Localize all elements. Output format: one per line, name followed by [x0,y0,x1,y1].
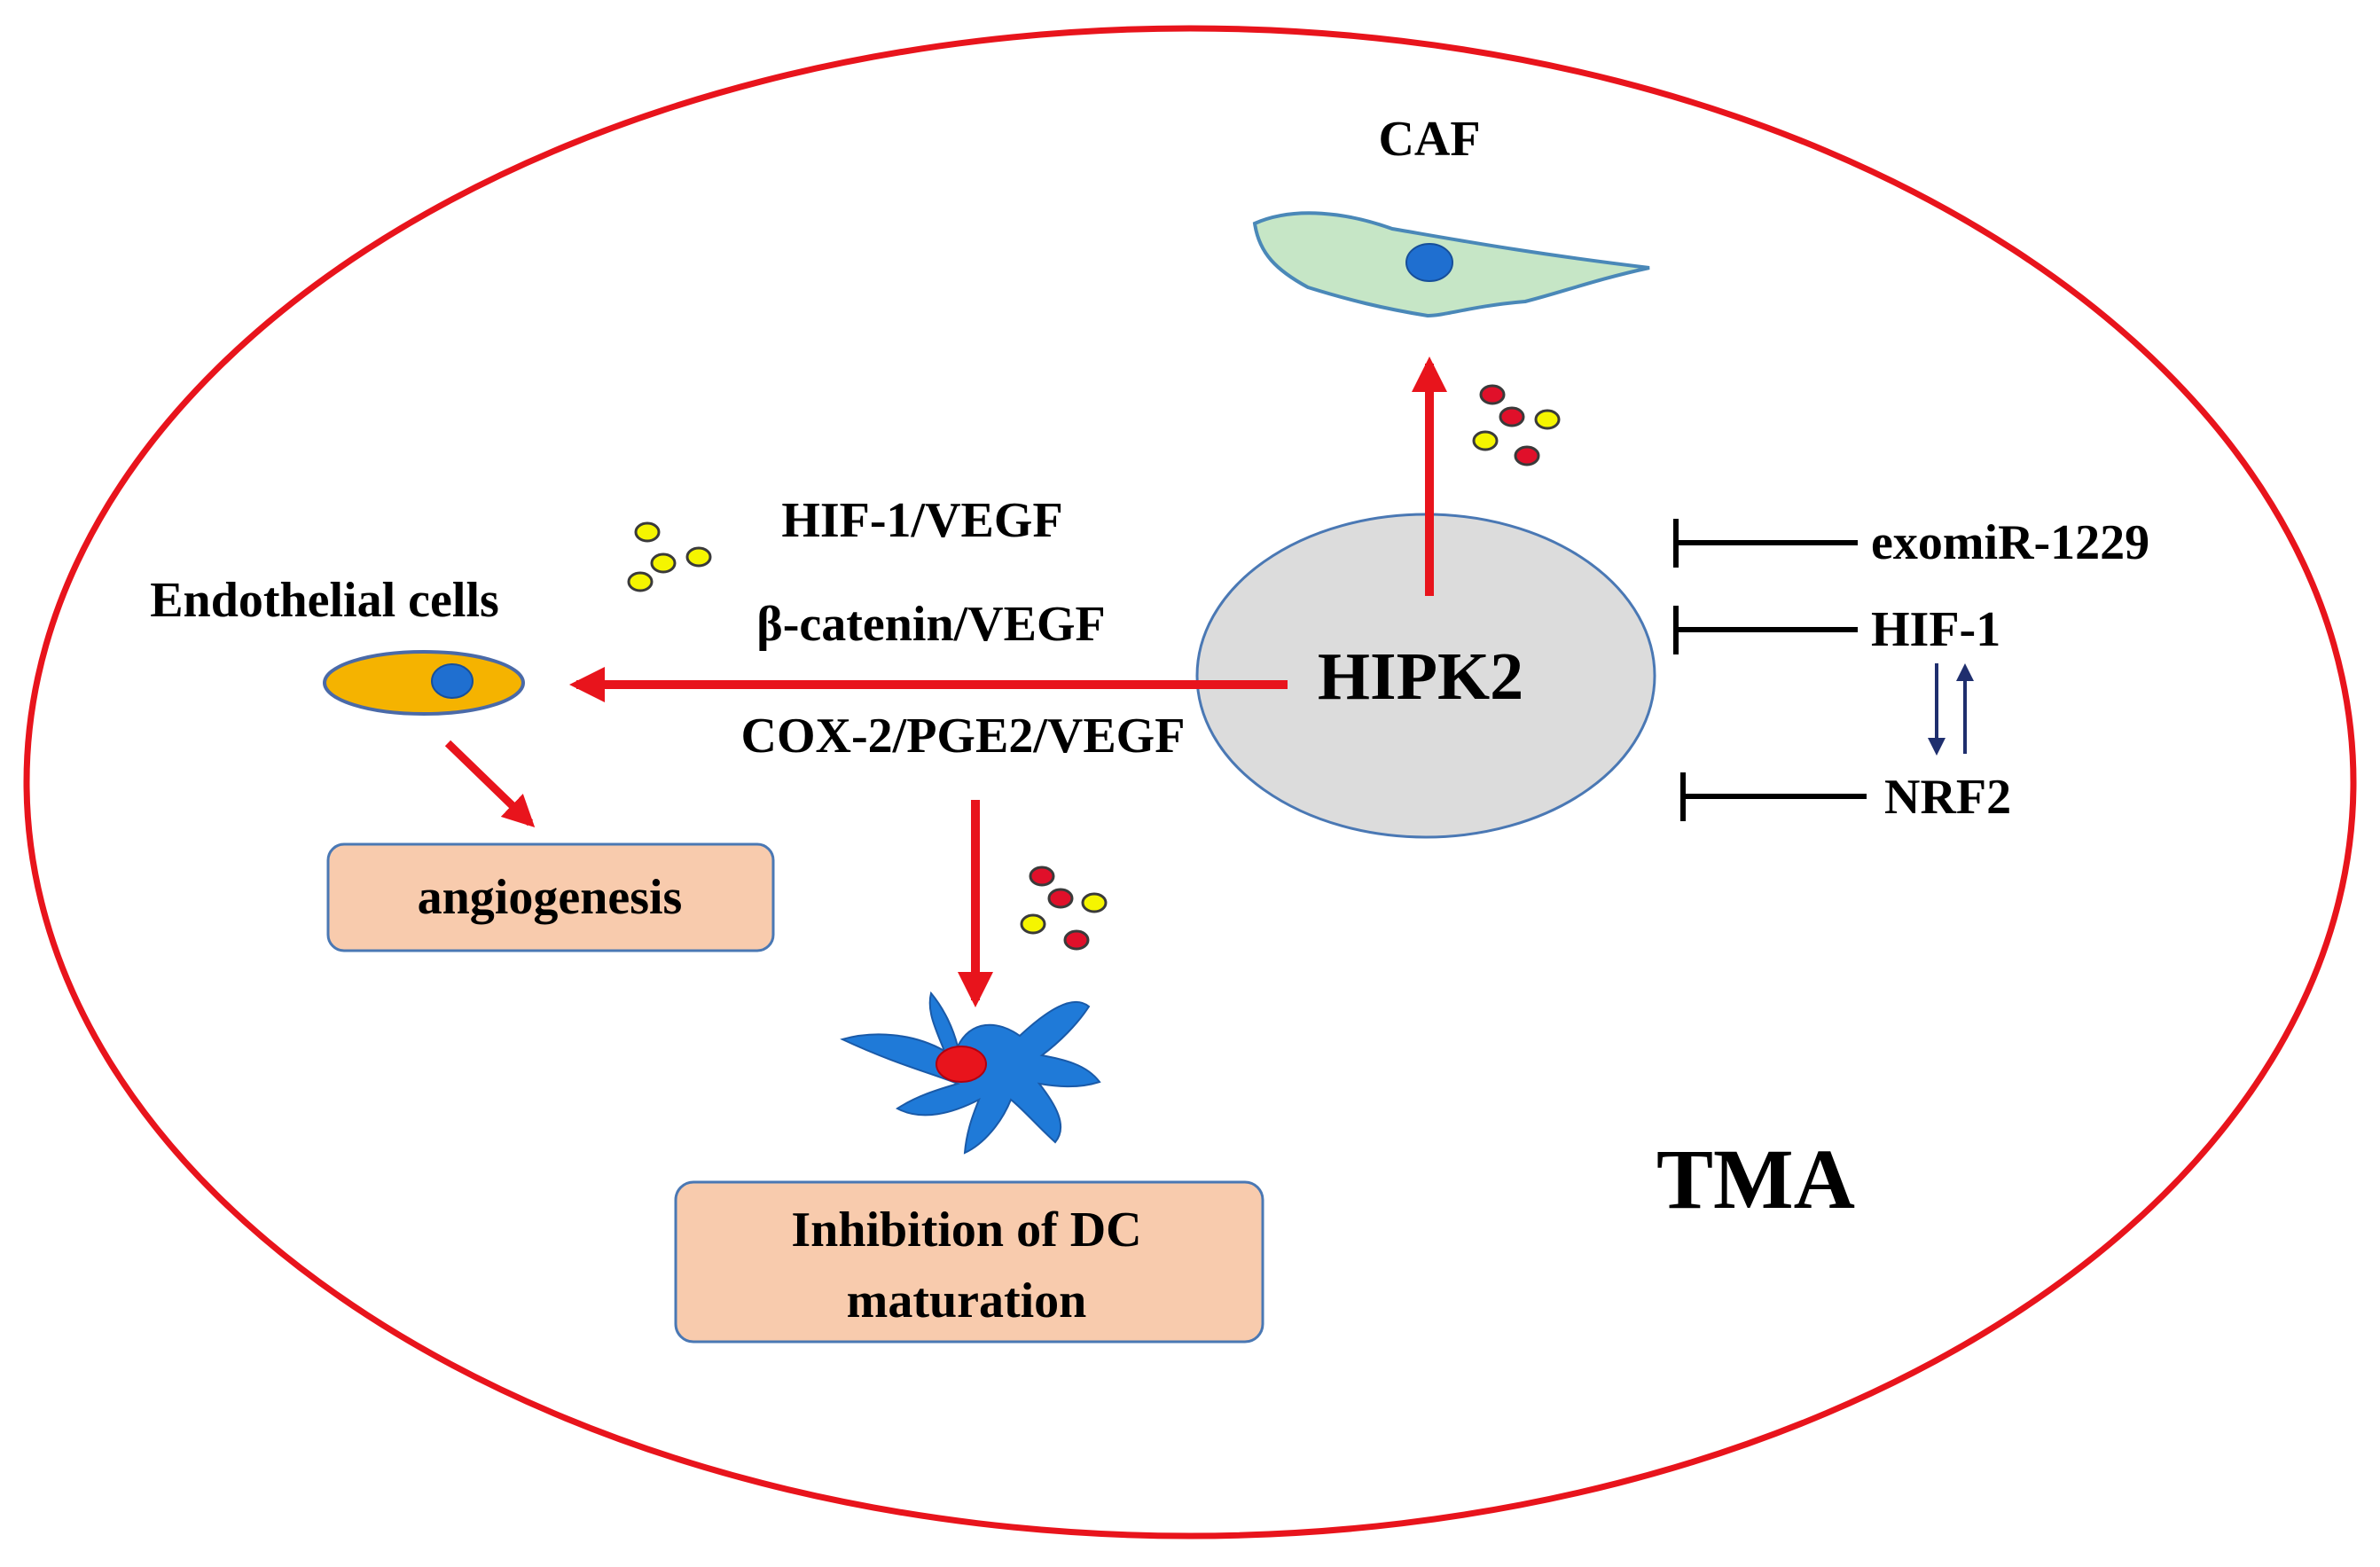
pathway-cox2-pge2-vegf: COX-2/PGE2/VEGF [741,709,1186,764]
caf-secreted-factors-icon [1472,384,1561,466]
tma-boundary [23,25,2357,1540]
inhibitor-label-hif1: HIF-1 [1871,602,2000,657]
dc-maturation-label-line2: maturation [847,1273,1087,1328]
dendritic-cell-icon [840,991,1101,1155]
endothelial-cell-icon [323,650,525,716]
arrow-endothelial-to-angiogenesis [444,740,536,828]
inhibitor-label-exomir-1229: exomiR-1229 [1871,515,2149,570]
caf-cell-icon [1252,211,1650,318]
pathway-beta-catenin-vegf: β-catenin/VEGF [756,597,1105,652]
inhibitor-label-nrf2: NRF2 [1884,770,2011,825]
angiogenesis-box [326,842,775,952]
hipk2-label: HIPK2 [1318,639,1523,714]
pathway-hif1-vegf: HIF-1/VEGF [781,493,1062,548]
inhibitor-hif1 [1673,606,1858,654]
secreted-factors-icon [627,521,712,592]
inhibitor-exomir-1229 [1673,519,1858,568]
dc-secreted-factors-icon [1020,866,1108,951]
caf-label: CAF [1378,112,1480,167]
angiogenesis-label: angiogenesis [418,870,683,925]
dc-maturation-box [674,1180,1264,1344]
dc-maturation-label-line1: Inhibition of DC [791,1203,1141,1258]
tma-label: TMA [1656,1132,1855,1226]
inhibitor-nrf2 [1680,772,1867,821]
endothelial-label: Endothelial cells [150,573,499,628]
